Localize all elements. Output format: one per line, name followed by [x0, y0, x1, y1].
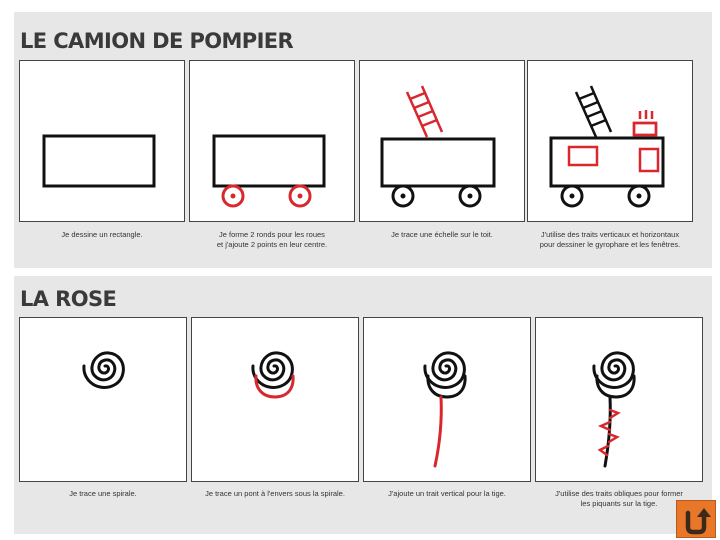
- rose-step-1-panel: [19, 317, 187, 482]
- rose-step-4-drawing: [536, 318, 702, 481]
- truck-step-1-panel: [19, 60, 185, 222]
- truck-step-3-caption: Je trace une échelle sur le toit.: [359, 230, 525, 240]
- truck-step-4-panel: [527, 60, 693, 222]
- rose-step-2-caption: Je trace un pont à l'envers sous la spir…: [187, 489, 363, 499]
- truck-section-title: LE CAMION DE POMPIER: [20, 31, 293, 52]
- return-button[interactable]: [676, 500, 716, 538]
- truck-step-3-drawing: [360, 61, 524, 221]
- rose-step-3-panel: [363, 317, 531, 482]
- truck-step-2-panel: [189, 60, 355, 222]
- rose-step-1-drawing: [20, 318, 186, 481]
- truck-step-1-drawing: [20, 61, 184, 221]
- truck-step-3-panel: [359, 60, 525, 222]
- return-arrow-icon: [677, 501, 715, 537]
- truck-step-2-drawing: [190, 61, 354, 221]
- truck-step-2-caption: Je forme 2 ronds pour les roues et j'ajo…: [185, 230, 359, 249]
- rose-section-title: LA ROSE: [20, 289, 116, 310]
- rose-step-3-drawing: [364, 318, 530, 481]
- truck-step-4-caption: J'utilise des traits verticaux et horizo…: [527, 230, 693, 249]
- rose-step-3-caption: J'ajoute un trait vertical pour la tige.: [363, 489, 531, 499]
- rose-step-2-drawing: [192, 318, 358, 481]
- rose-step-1-caption: Je trace une spirale.: [19, 489, 187, 499]
- truck-step-4-drawing: [528, 61, 692, 221]
- rose-step-4-panel: [535, 317, 703, 482]
- truck-step-1-caption: Je dessine un rectangle.: [19, 230, 185, 240]
- rose-step-2-panel: [191, 317, 359, 482]
